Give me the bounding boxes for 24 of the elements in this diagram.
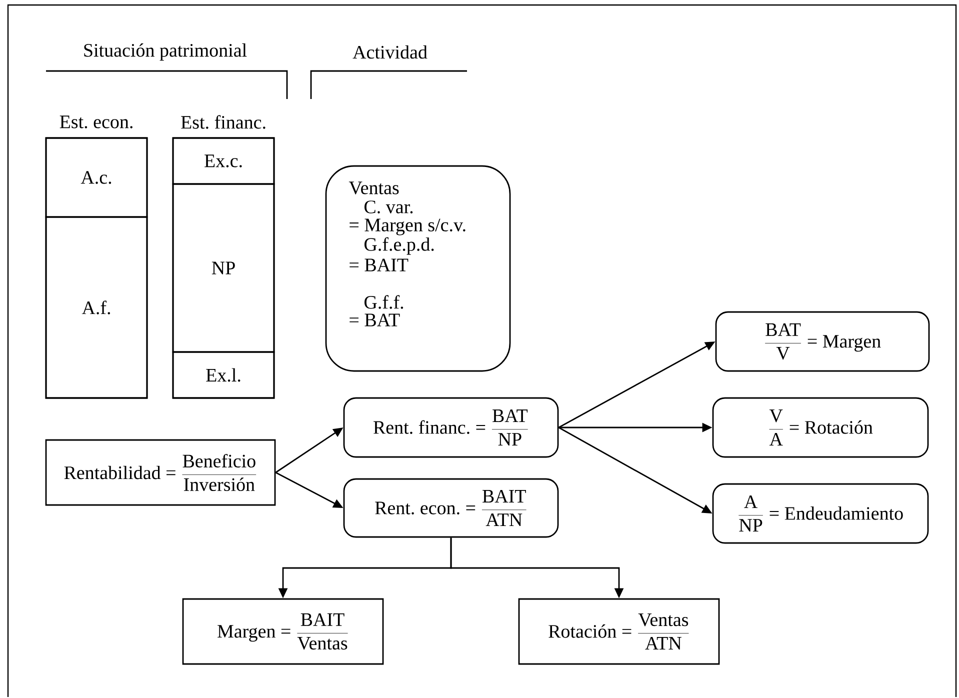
column-cell: Ex.c. — [172, 137, 275, 185]
formula-box: A NP = Endeudamiento — [712, 483, 929, 544]
column-cell: A.c. — [45, 137, 148, 218]
statement-line: = Margen s/c.v. — [350, 218, 466, 236]
formula-box: Rent. financ. = BAT NP — [343, 397, 559, 458]
statement-line: G.f.e.p.d. — [364, 237, 434, 255]
section-heading: Situación patrimonial — [84, 43, 247, 61]
formula-box: Rotación = Ventas ATN — [518, 598, 720, 665]
statement-line: G.f.f. — [364, 295, 404, 309]
column-cell: NP — [172, 183, 275, 353]
formula-box: BAT V = Margen — [715, 311, 930, 372]
formula-box: Margen = BAIT Ventas — [182, 598, 384, 665]
column-cell: Ex.l. — [172, 351, 275, 399]
statement-line: Ventas — [348, 182, 399, 194]
formula-box: Rentabilidad = Beneficio Inversión — [45, 439, 276, 506]
statement-line: = BAIT — [350, 258, 408, 272]
statement-line: = BAT — [350, 314, 400, 326]
statement-line: C. var. — [364, 200, 413, 214]
formula-box: Rent. econ. = BAIT ATN — [343, 478, 559, 538]
column-heading: Est. financ. — [181, 115, 266, 129]
section-heading: Actividad — [352, 45, 428, 59]
column-heading: Est. econ. — [60, 116, 132, 128]
formula-box: V A = Rotación — [712, 397, 929, 458]
column-cell: A.f. — [45, 216, 148, 399]
